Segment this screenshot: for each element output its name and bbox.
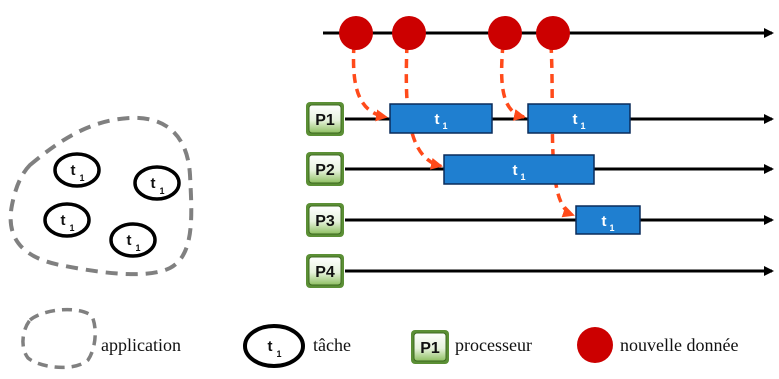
application-task-3: t 1 <box>43 202 91 238</box>
processor-label: P1 <box>420 340 440 357</box>
task-subscript: 1 <box>609 223 614 233</box>
legend-new-data-label: nouvelle donnée <box>620 335 738 355</box>
task-label: t <box>71 162 76 179</box>
legend-application-label: application <box>101 335 181 355</box>
p1-task-1: t 1 <box>389 103 493 134</box>
processor-badge-p2: P2 <box>306 152 344 186</box>
processor-badge-p3: P3 <box>306 203 344 237</box>
processor-badge-p1: P1 <box>306 102 344 136</box>
p1-task-2: t 1 <box>527 103 631 134</box>
task-subscript: 1 <box>135 243 140 253</box>
processor-label: P4 <box>315 264 335 281</box>
processor-label: P3 <box>315 213 335 230</box>
task-label: t <box>127 232 132 249</box>
task-label: t <box>61 212 66 229</box>
task-label: t <box>435 111 440 128</box>
task-subscript: 1 <box>69 223 74 233</box>
application-task-2: t 1 <box>133 165 181 201</box>
task-subscript: 1 <box>159 186 164 196</box>
new-data-dot <box>488 16 522 50</box>
data-to-task-arrow <box>499 43 526 121</box>
legend-processor-icon: P1 <box>411 330 449 364</box>
application-task-4: t 1 <box>109 222 157 258</box>
legend-new-data-icon <box>577 327 613 363</box>
legend: application t 1 tâche P1 processeur nouv… <box>21 307 738 370</box>
legend-task-icon: t 1 <box>243 324 305 368</box>
processor-badge-p4: P4 <box>306 254 344 288</box>
processor-label: P2 <box>315 162 335 179</box>
task-subscript: 1 <box>580 121 585 131</box>
legend-application-icon <box>21 307 97 370</box>
task-label: t <box>513 162 518 179</box>
p2-task-1: t 1 <box>443 154 595 185</box>
task-subscript: 1 <box>442 121 447 131</box>
new-data-dot <box>339 16 373 50</box>
task-label: t <box>151 175 156 192</box>
legend-task-label: tâche <box>313 335 351 355</box>
p3-task-1: t 1 <box>575 205 641 235</box>
task-label: t <box>573 111 578 128</box>
application-task-1: t 1 <box>53 152 101 188</box>
task-label: t <box>268 338 273 355</box>
task-subscript: 1 <box>520 172 525 182</box>
processor-label: P1 <box>315 112 335 129</box>
new-data-dot <box>392 16 426 50</box>
task-subscript: 1 <box>276 349 281 359</box>
legend-processor-label: processeur <box>455 335 532 355</box>
task-subscript: 1 <box>79 173 84 183</box>
new-data-dot <box>536 16 570 50</box>
data-to-task-arrow <box>351 43 388 122</box>
task-label: t <box>602 213 607 230</box>
